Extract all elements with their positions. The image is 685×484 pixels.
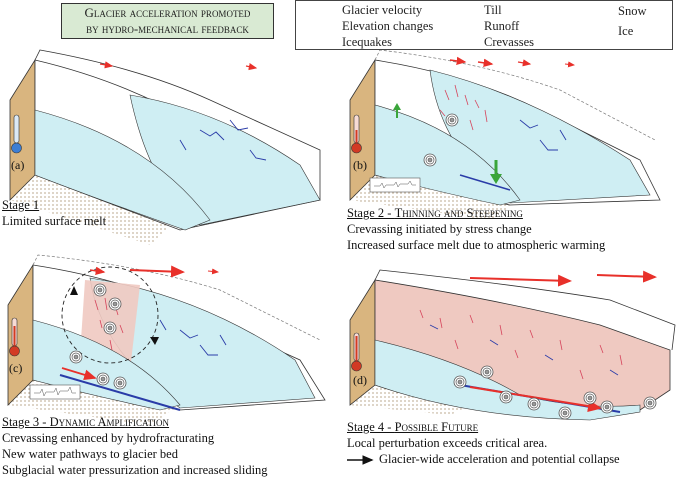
stage-3-line-1: Crevassing enhanced by hydrofracturating — [2, 431, 215, 445]
legend-velocity-label: Glacier velocity — [342, 3, 423, 17]
legend-ice-label: Ice — [618, 24, 634, 38]
stage-4-line-1: Local perturbation exceeds critical area… — [347, 436, 548, 450]
diagram-title: Glacier acceleration promoted by hydro-m… — [61, 3, 274, 39]
panel-b — [349, 49, 661, 220]
caption-stage-1: Stage 1 Limited surface melt — [2, 197, 106, 229]
legend-till-label: Till — [484, 3, 502, 17]
title-line-2: by hydro-mechanical feedback — [86, 21, 249, 36]
panel-d — [349, 269, 676, 421]
panel-d-label: (d) — [353, 373, 367, 387]
caption-stage-3: Stage 3 - Dynamic Amplification Crevassi… — [2, 414, 268, 478]
stage-2-line-2: Increased surface melt due to atmospheri… — [347, 238, 606, 252]
caption-stage-4: Stage 4 - Possible Future Local perturba… — [347, 419, 620, 467]
stage-4-heading-sc: Possible Future — [394, 420, 479, 434]
stage-2-line-1: Crevassing initiated by stress change — [347, 222, 532, 236]
legend-icequakes-label: Icequakes — [342, 35, 392, 49]
stage-4-heading: Stage 4 - — [347, 420, 395, 434]
stage-3-heading-sc: Dynamic Amplification — [49, 415, 170, 429]
legend-crevasses-label: Crevasses — [484, 35, 534, 49]
stage-3-line-2: New water pathways to glacier bed — [2, 447, 178, 461]
legend: Glacier velocity Elevation changes Icequ… — [295, 0, 673, 50]
panel-b-label: (b) — [353, 158, 367, 172]
stage-2-heading-sc: Thinning and Steepening — [394, 206, 523, 220]
legend-elevation-label: Elevation changes — [342, 19, 434, 33]
panel-c — [7, 254, 326, 425]
panel-a-label: (a) — [11, 158, 25, 172]
stage-1-line: Limited surface melt — [2, 214, 107, 228]
stage-1-heading: Stage 1 — [2, 198, 40, 212]
stage-2-heading: Stage 2 - — [347, 206, 395, 220]
stage-3-line-3: Subglacial water pressurization and incr… — [2, 463, 268, 477]
title-line-1: Glacier acceleration promoted — [84, 5, 251, 20]
panel-a — [9, 49, 321, 245]
stage-3-heading: Stage 3 - — [2, 415, 50, 429]
legend-snow-label: Snow — [618, 4, 647, 18]
caption-stage-2: Stage 2 - Thinning and Steepening Crevas… — [347, 205, 605, 253]
stage-4-line-2: Glacier-wide acceleration and potential … — [379, 452, 620, 466]
legend-runoff-label: Runoff — [484, 19, 520, 33]
panel-c-label: (c) — [9, 361, 23, 375]
